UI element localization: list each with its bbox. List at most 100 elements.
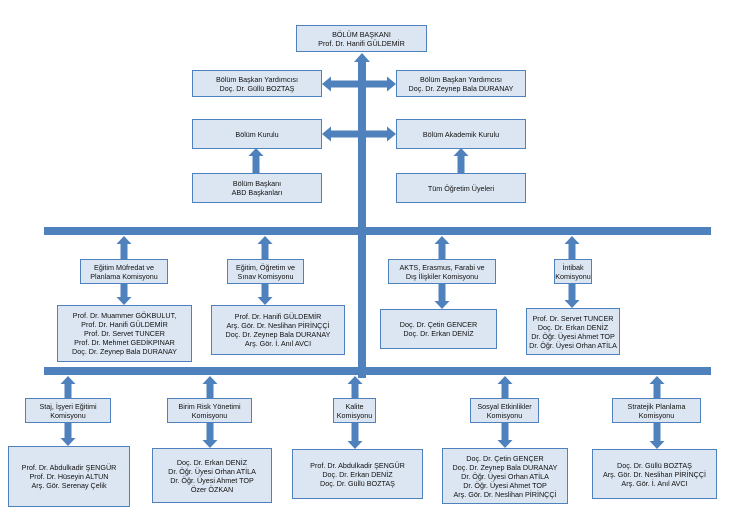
academic-board-box-line: Bölüm Akademik Kurulu bbox=[422, 129, 500, 139]
tier1-distribution-bar bbox=[44, 227, 711, 235]
academic-members-arrow bbox=[453, 148, 469, 173]
tier2-commission-4-title-line: Sosyal Etkinlikler bbox=[477, 401, 532, 411]
tier2-commission-4-members-line: Dr. Öğr. Üyesi Ahmet TOP bbox=[463, 480, 547, 490]
tier2-up-arrow-5 bbox=[649, 376, 665, 398]
tier1-commission-1-title-line: Planlama Komisyonu bbox=[90, 271, 158, 281]
tier1-up-arrow-2 bbox=[257, 236, 273, 259]
board-members-box-line: ABD Başkanları bbox=[231, 188, 283, 197]
tier1-commission-4-title-line: Komisyonu bbox=[555, 271, 591, 281]
tier1-commission-4-members-line: Dr. Öğr. Üyesi Orhan ATİLA bbox=[529, 340, 617, 350]
tier1-commission-2-members-line: Arş. Gör. Dr. Neslihan PİRİNÇÇİ bbox=[226, 321, 330, 330]
tier2-commission-1-members-line: Prof. Dr. Abdulkadir ŞENGÜR bbox=[21, 463, 117, 472]
academic-members-box-line: Tüm Öğretim Üyeleri bbox=[427, 183, 495, 193]
tier1-down-arrow-3 bbox=[434, 284, 450, 309]
tier1-commission-3-members-line: Doç. Dr. Çetin GENCER bbox=[399, 320, 478, 329]
academic-board-box: Bölüm Akademik Kurulu bbox=[396, 119, 526, 149]
tier2-commission-5-title-line: Komisyonu bbox=[638, 410, 675, 420]
department-board-box-line: Bölüm Kurulu bbox=[235, 129, 279, 139]
tier1-commission-1-members-line: Prof. Dr. Mehmet GEDİKPINAR bbox=[74, 338, 175, 347]
tier1-commission-2-members-line: Arş. Gör. İ. Anıl AVCI bbox=[244, 339, 312, 348]
tier2-commission-2-members-line: Dr. Öğr. Üyesi Ahmet TOP bbox=[170, 475, 254, 485]
vice-head-right-box-line: Doç. Dr. Zeynep Bala DURANAY bbox=[408, 83, 514, 93]
tier1-commission-1-members-line: Doç. Dr. Zeynep Bala DURANAY bbox=[72, 347, 177, 356]
tier2-commission-3-members-line: Doç. Dr. Güllü BOZTAŞ bbox=[320, 478, 395, 488]
tier2-down-arrow-5 bbox=[649, 423, 665, 449]
tier2-commission-5-members-line: Arş. Gör. Dr. Neslihan PİRİNÇÇİ bbox=[602, 469, 707, 479]
tier2-up-arrow-4 bbox=[497, 376, 513, 398]
tier2-down-arrow-1 bbox=[60, 423, 76, 446]
tier1-commission-3-title-line: Dış İlişkiler Komisyonu bbox=[405, 271, 479, 281]
tier2-commission-3-members-line: Doç. Dr. Erkan DENİZ bbox=[322, 469, 393, 479]
tier2-up-arrow-1 bbox=[60, 376, 76, 398]
tier2-up-arrow-3 bbox=[347, 376, 363, 398]
tier2-commission-1-members-line: Arş. Gör. Serenay Çelik bbox=[31, 481, 107, 490]
tier2-commission-5-title-line: Stratejik Planlama bbox=[627, 401, 686, 411]
board-arrow bbox=[322, 126, 358, 142]
tier1-commission-1-title-line: Eğitim Müfredat ve bbox=[94, 262, 154, 272]
tier1-up-arrow-1 bbox=[116, 236, 132, 259]
tier2-commission-4-members-line: Doç. Dr. Zeynep Bala DURANAY bbox=[452, 462, 558, 472]
department-board-box: Bölüm Kurulu bbox=[192, 119, 322, 149]
tier1-up-arrow-4 bbox=[564, 236, 580, 259]
tier1-commission-4-members-line: Prof. Dr. Servet TUNCER bbox=[532, 313, 614, 323]
tier2-down-arrow-3 bbox=[347, 423, 363, 449]
tier1-down-arrow-1 bbox=[116, 284, 132, 305]
vice-head-right-box-line: Bölüm Başkan Yardımcısı bbox=[419, 74, 503, 84]
tier2-commission-2-members-line: Özer ÖZKAN bbox=[190, 484, 234, 494]
tier2-commission-3-members-line: Prof. Dr. Abdulkadir ŞENGÜR bbox=[310, 460, 405, 470]
tier2-down-arrow-4 bbox=[497, 423, 513, 448]
department-head-box-line: BÖLÜM BAŞKANI bbox=[332, 29, 391, 39]
tier2-commission-1-members-line: Prof. Dr. Hüseyin ALTUN bbox=[29, 472, 109, 481]
tier2-commission-2-title-line: Komisyonu bbox=[191, 410, 228, 420]
tier2-commission-3-title-line: Kalite bbox=[345, 401, 364, 411]
tier1-down-arrow-2 bbox=[257, 284, 273, 305]
vice-left-arrow bbox=[322, 76, 358, 92]
tier1-commission-1-members-line: Prof. Dr. Hanifi GÜLDEMİR bbox=[81, 320, 168, 329]
vice-head-left-box-line: Bölüm Başkan Yardımcısı bbox=[215, 74, 299, 84]
tier2-commission-2-title-line: Birim Risk Yönetimi bbox=[178, 401, 241, 411]
tier1-commission-2-members-line: Doç. Dr. Zeynep Bala DURANAY bbox=[225, 330, 331, 339]
tier2-commission-2-members-line: Doç. Dr. Erkan DENİZ bbox=[176, 457, 248, 467]
main-spine-arrow bbox=[354, 53, 370, 378]
tier2-up-arrow-2 bbox=[202, 376, 218, 398]
tier2-commission-1-title-line: Komisyonu bbox=[50, 410, 86, 420]
tier1-commission-2-title-line: Eğitim, Öğretim ve bbox=[235, 262, 296, 272]
academic-board-arrow bbox=[366, 126, 396, 142]
academic-members-box: Tüm Öğretim Üyeleri bbox=[396, 173, 526, 203]
tier1-up-arrow-3 bbox=[434, 236, 450, 259]
tier2-commission-4-members-line: Dr. Öğr. Üyesi Orhan ATİLA bbox=[461, 471, 549, 481]
tier2-down-arrow-2 bbox=[202, 423, 218, 448]
tier1-commission-3-members-line: Doç. Dr. Erkan DENİZ bbox=[403, 329, 474, 338]
tier2-commission-4-title-line: Komisyonu bbox=[486, 410, 523, 420]
tier1-commission-4-title-line: İntibak bbox=[562, 262, 584, 272]
vice-right-arrow bbox=[366, 76, 396, 92]
board-members-box-line: Bölüm Başkanı bbox=[232, 179, 282, 188]
tier1-commission-1-members-line: Prof. Dr. Muammer GÖKBULUT, bbox=[72, 311, 177, 320]
tier2-commission-4-members-line: Doç. Dr. Çetin GENÇER bbox=[466, 453, 544, 463]
vice-head-left-box-line: Doç. Dr. Güllü BOZTAŞ bbox=[219, 83, 295, 93]
tier1-commission-2-title-line: Sınav Komisyonu bbox=[237, 271, 294, 281]
tier2-commission-2-members-line: Dr. Öğr. Üyesi Orhan ATİLA bbox=[168, 466, 256, 476]
tier1-down-arrow-4 bbox=[564, 284, 580, 308]
department-head-box-line: Prof. Dr. Hanifi GÜLDEMİR bbox=[318, 38, 405, 48]
